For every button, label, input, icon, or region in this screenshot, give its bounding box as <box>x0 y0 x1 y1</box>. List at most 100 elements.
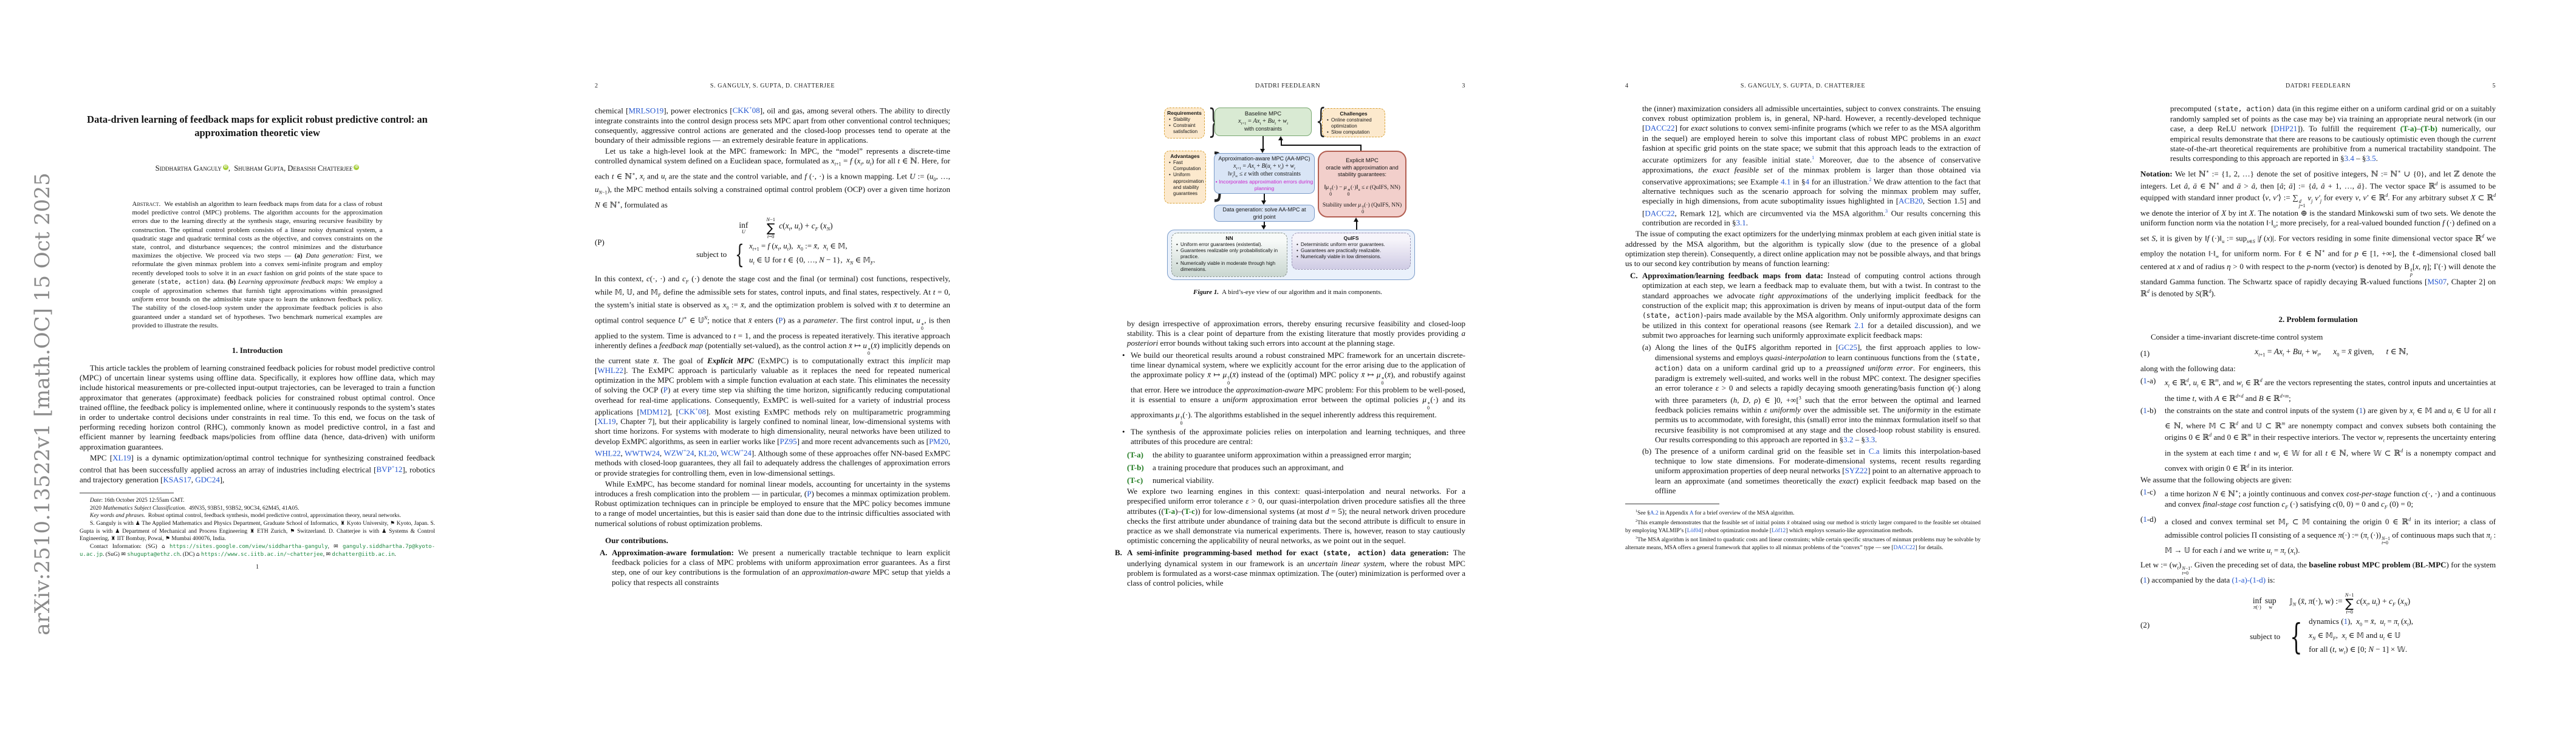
citation-link[interactable]: 3.1 <box>1736 218 1746 228</box>
i: p <box>2306 261 2311 271</box>
citation-link[interactable]: CKK+08 <box>678 406 706 417</box>
citation-link[interactable]: 3.2 <box>1843 434 1854 444</box>
citation-link[interactable]: 1 <box>2143 405 2147 415</box>
citation-link[interactable]: GDC24 <box>195 474 220 484</box>
data-item-1a: (1-a) xt ∈ ℝd, ut ∈ ℝm, and wt ∈ ℝd are … <box>2140 376 2496 403</box>
i: v <box>2265 193 2269 202</box>
citation-link[interactable]: 2.1 <box>1854 321 1865 330</box>
span: 0 <box>1381 380 1384 386</box>
citation-link[interactable]: DACC22 <box>1645 123 1675 133</box>
citation-link[interactable]: 1 <box>2143 376 2147 386</box>
ref-link[interactable]: (T-a) <box>2400 124 2417 134</box>
url-link[interactable]: shugupta@ethz.ch <box>127 551 180 558</box>
code-text: (state, action) <box>157 278 210 286</box>
citation-link[interactable]: WCW+24 <box>721 448 752 458</box>
citation-link[interactable]: MRLSO19 <box>628 106 664 115</box>
citation-link[interactable]: CKK+08 <box>732 106 760 115</box>
ref-link[interactable]: T-a <box>1163 506 1176 516</box>
citation-link[interactable]: Löf12 <box>1772 527 1786 534</box>
citation-link[interactable]: WWTW24 <box>625 448 660 458</box>
i: S <box>2151 233 2156 242</box>
citation-link[interactable]: 1 <box>1812 155 1815 161</box>
citation-link[interactable]: 4.1 <box>1781 177 1791 187</box>
i: final-stage cost <box>2202 499 2252 508</box>
citation-link[interactable]: 1 <box>2358 405 2363 415</box>
sup: ∗ <box>2321 248 2325 254</box>
i: U <box>741 228 745 235</box>
citation-link[interactable]: P <box>663 385 668 395</box>
i: exact <box>1691 123 1708 133</box>
citation-link[interactable]: 1 <box>2143 487 2147 497</box>
citation-link[interactable]: WHL22 <box>595 448 621 458</box>
orcid-icon: iD <box>354 164 360 170</box>
ref-link[interactable]: (T-b) <box>2420 124 2437 134</box>
ss: ∗0 <box>1348 187 1351 197</box>
citation-link[interactable]: XL19 <box>597 417 616 426</box>
citation-link[interactable]: XL19 <box>112 453 131 462</box>
location-icon: ⚑ <box>290 528 295 535</box>
url-link[interactable]: dchatter@iitb.ac.in <box>332 551 395 558</box>
url-link[interactable]: https://www.sc.iitb.ac.in/~chatterjee <box>200 551 323 558</box>
citation-link[interactable]: C.a <box>1868 447 1880 456</box>
citation-link[interactable]: KL20 <box>698 448 717 458</box>
i: x <box>2333 347 2337 356</box>
i: cost-per-stage <box>2346 489 2391 499</box>
citation-link[interactable]: PM20 <box>928 436 948 446</box>
citation-link[interactable]: ACB20 <box>1899 196 1923 206</box>
i: Axt <box>1247 162 1255 171</box>
span: t=0 <box>767 233 775 239</box>
footnote-1: 1See §A.2 in Appendix A for a brief over… <box>1636 510 1795 517</box>
citation-link[interactable]: 3.4 <box>2344 154 2354 163</box>
citation-link[interactable]: WZW+24 <box>663 448 694 458</box>
citation-link[interactable]: (1-a)-(1-d) <box>2232 575 2266 585</box>
citation-link[interactable]: BVP+12 <box>376 465 403 474</box>
arrow-head-icon <box>1260 149 1265 153</box>
ref-link[interactable]: T-c <box>1184 506 1195 516</box>
citation-link[interactable]: P <box>807 489 812 498</box>
citation-link[interactable]: KSAS17 <box>163 474 191 484</box>
citation-link[interactable]: 1 <box>2343 616 2348 626</box>
i: â <box>2251 181 2256 191</box>
citation-link[interactable]: 2 <box>1869 176 1872 182</box>
i: j <box>2298 203 2301 209</box>
sub: N <box>2404 601 2408 608</box>
sub: N <box>849 260 854 266</box>
data-item-1c: (1-c) a time horizon N ∈ ℕ∗; a jointly c… <box>2140 487 2496 512</box>
citation-link[interactable]: A.2 <box>1649 510 1659 517</box>
citation-link[interactable]: 3.3 <box>1865 434 1875 444</box>
citation-link[interactable]: DACC22 <box>1893 545 1916 552</box>
citation-link[interactable]: SYZ22 <box>1845 466 1868 476</box>
url-link[interactable]: https://sites.google.com/view/siddhartha… <box>169 544 328 550</box>
citation-link[interactable]: 1 <box>2143 515 2147 524</box>
citation-link[interactable]: A <box>1689 510 1694 517</box>
span: N−1 <box>2382 535 2391 541</box>
institution-icon: ♜ <box>340 520 346 527</box>
citation-link[interactable]: P <box>778 315 783 325</box>
citation-link[interactable]: GC25 <box>1838 342 1857 352</box>
citation-link[interactable]: 4 <box>1805 177 1810 187</box>
item-body: a training procedure that produces such … <box>1153 462 1344 472</box>
ss: †0 <box>1180 416 1183 425</box>
citation-link[interactable]: MS07 <box>2427 276 2447 286</box>
i: d <box>2400 448 2403 454</box>
i: xN <box>2400 596 2408 608</box>
citation-link[interactable]: Löf04 <box>1687 527 1701 534</box>
citation-link[interactable]: PZ95 <box>779 436 797 446</box>
bb: 𝕌 <box>2184 546 2190 555</box>
citation-link[interactable]: DACC22 <box>1645 208 1675 218</box>
bullet-icon: • <box>1122 350 1125 360</box>
citation-link[interactable]: 3 <box>1885 208 1888 214</box>
box-item: Guarantees are practically realizable. <box>1297 248 1408 254</box>
sub: t <box>789 226 790 232</box>
citation-link[interactable]: WHL22 <box>597 365 623 375</box>
citation-link[interactable]: 1 <box>2143 575 2147 585</box>
citation-link[interactable]: DHP21 <box>2273 124 2298 134</box>
i: πi <box>2486 530 2492 541</box>
citation-link[interactable]: MDM12 <box>639 407 668 417</box>
citation-link[interactable]: 3.5 <box>2366 154 2376 163</box>
i: cF <box>2389 596 2396 608</box>
url-link[interactable]: ganguly.siddhartha.7p@kyoto-u.ac.jp <box>80 544 435 558</box>
sup: d <box>2493 193 2496 198</box>
